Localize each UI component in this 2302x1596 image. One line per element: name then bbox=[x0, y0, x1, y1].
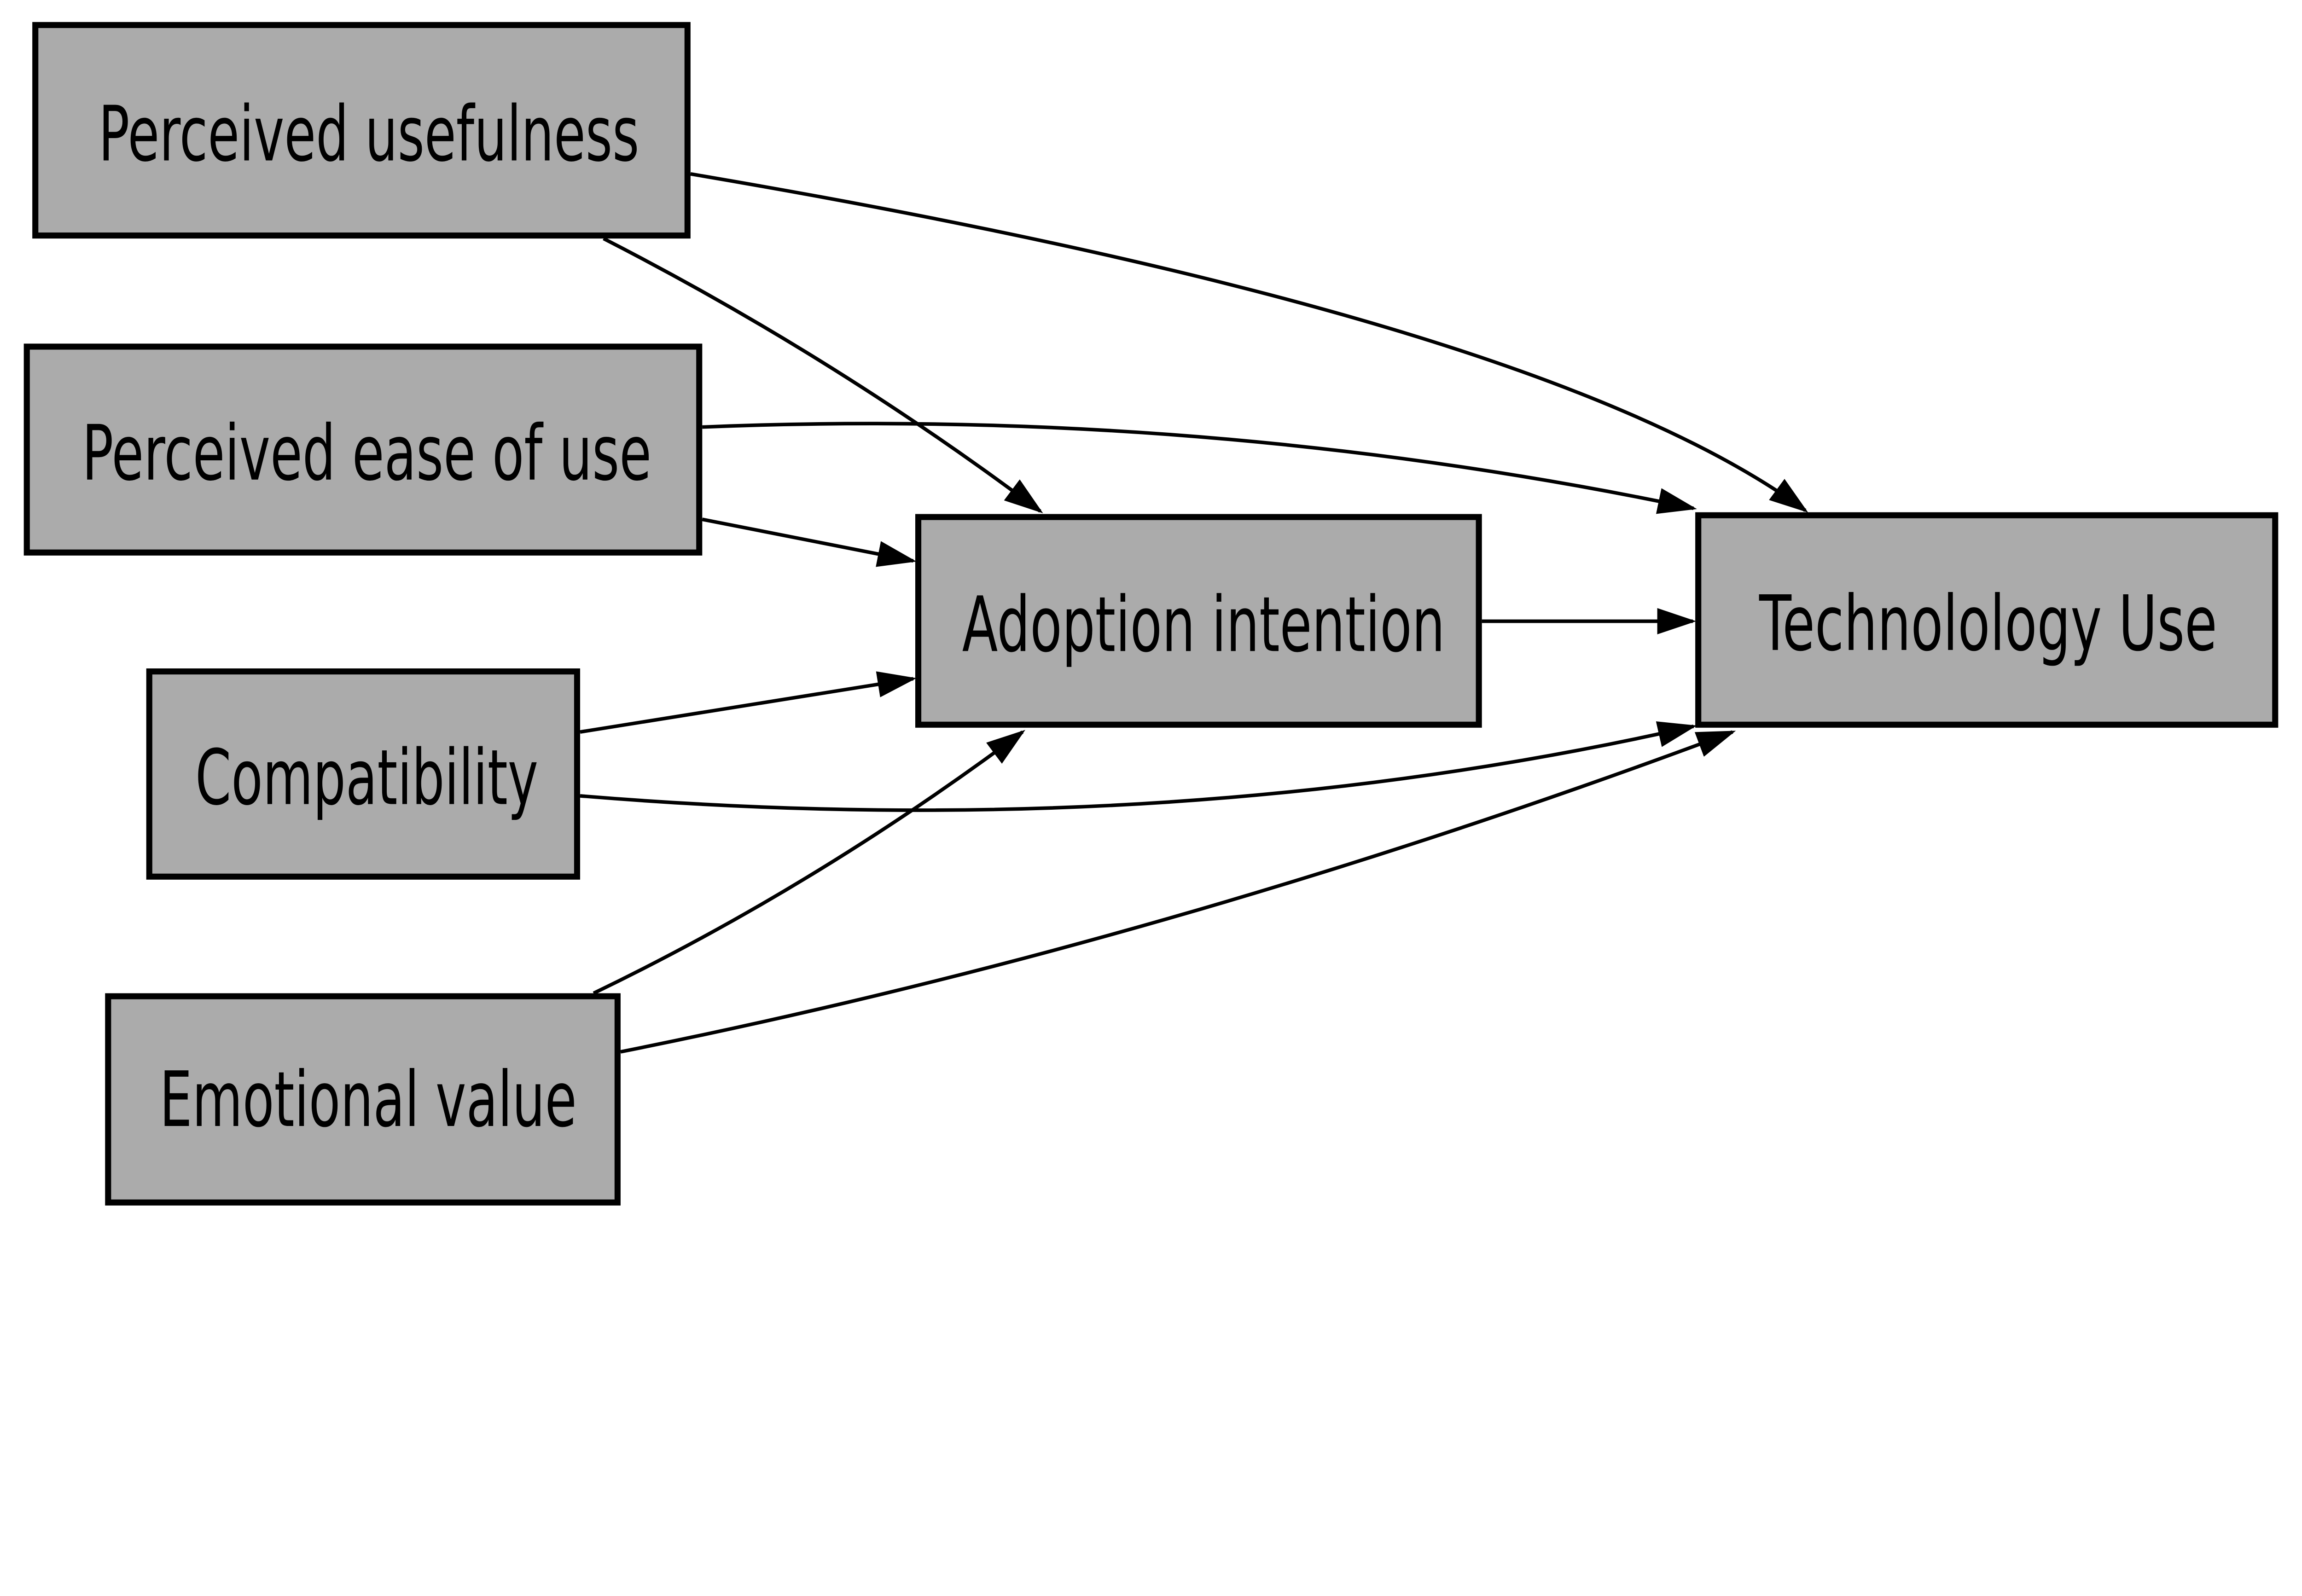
adoption-model-diagram: Perceived usefulness Perceived ease of u… bbox=[23, 22, 2279, 1206]
edge-perceived-usefulness-to-adoption-intention-arrow bbox=[603, 237, 1043, 514]
node-emotional-value-box bbox=[105, 993, 621, 1206]
edge-compatibility-to-adoption-intention-arrow bbox=[580, 671, 917, 734]
edge-emotional-value-to-adoption-intention-arrow bbox=[593, 730, 1026, 995]
node-perceived-usefulness-box bbox=[32, 22, 691, 239]
node-emotional-value-label: Emotional value bbox=[160, 1056, 577, 1144]
node-perceived-usefulness: Perceived usefulness bbox=[32, 22, 691, 239]
node-perceived-usefulness-label: Perceived usefulness bbox=[99, 90, 639, 179]
node-technology-use-label: Technolology Use bbox=[1759, 580, 2217, 668]
node-perceived-ease-of-use-label: Perceived ease of use bbox=[82, 409, 651, 498]
node-compatibility: Compatibility bbox=[146, 668, 581, 880]
node-perceived-ease-of-use-box bbox=[23, 343, 703, 556]
edge-emotional-value-to-technology-use-arrow bbox=[620, 730, 1736, 1054]
node-compatibility-box bbox=[146, 668, 581, 880]
edge-perceived-ease-of-use-to-technology-use-arrow bbox=[702, 422, 1697, 514]
node-technology-use-box bbox=[1695, 512, 2279, 728]
node-perceived-ease-of-use: Perceived ease of use bbox=[23, 343, 703, 556]
node-technology-use: Technolology Use bbox=[1695, 512, 2279, 728]
node-adoption-intention-box bbox=[915, 514, 1482, 728]
node-adoption-intention-label: Adoption intention bbox=[962, 580, 1445, 669]
node-compatibility-label: Compatibility bbox=[195, 734, 538, 823]
edge-perceived-ease-of-use-to-adoption-intention-arrow bbox=[702, 517, 917, 567]
edge-perceived-usefulness-to-technology-use-arrow bbox=[690, 172, 1808, 513]
edge-compatibility-to-technology-use-arrow bbox=[580, 721, 1697, 812]
node-adoption-intention: Adoption intention bbox=[915, 514, 1482, 728]
node-emotional-value: Emotional value bbox=[105, 993, 621, 1206]
